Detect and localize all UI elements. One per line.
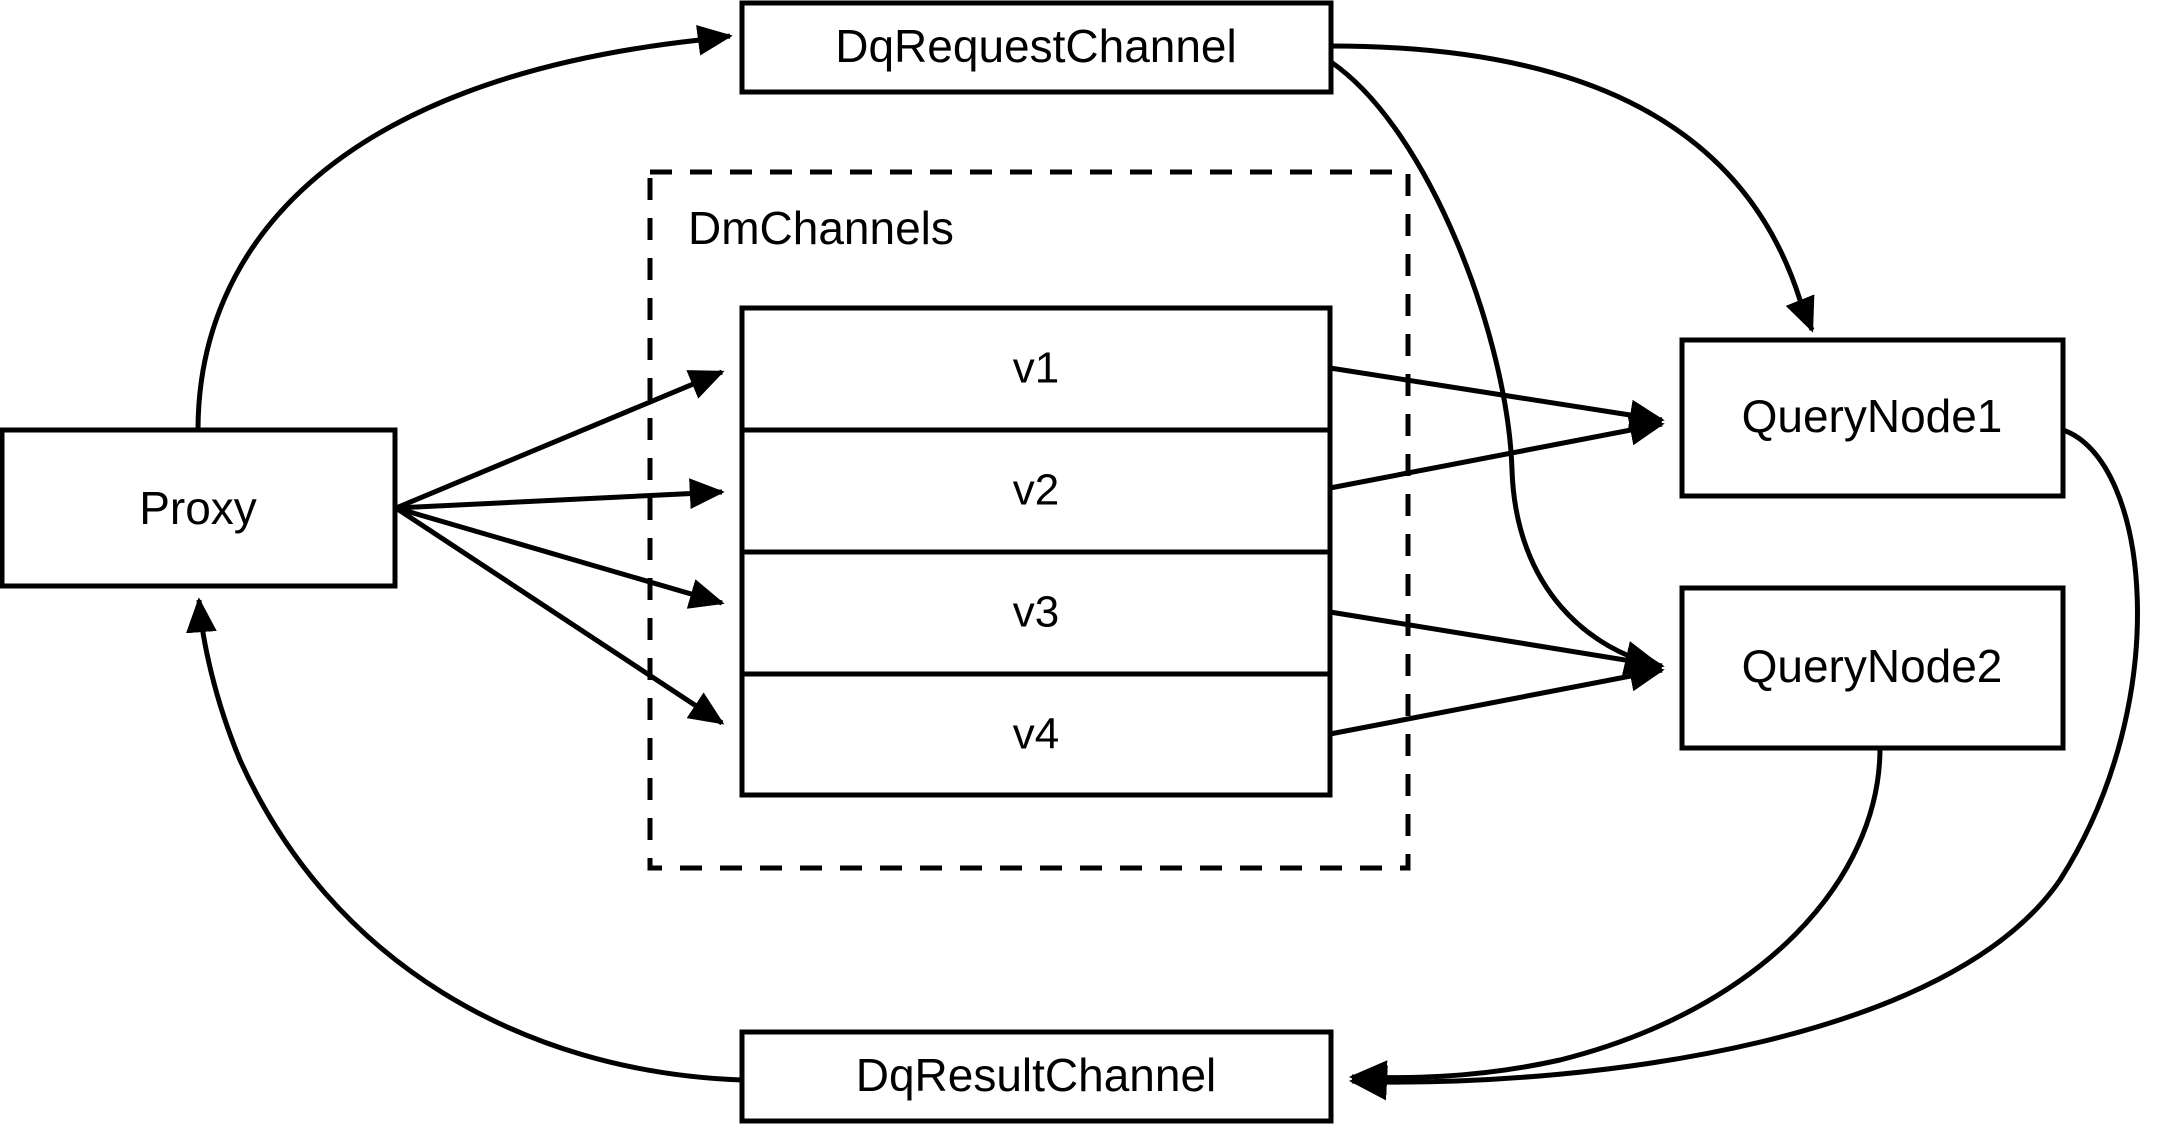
edge-query-node-2-to-dq-result-channel (1348, 747, 1883, 1096)
edge-v4-to-query-node-2 (1329, 660, 1665, 737)
edge-dq-result-channel-to-proxy (186, 597, 743, 1083)
node-query-node-1[interactable] (1679, 337, 2066, 499)
edge-v1-to-query-node-1 (1329, 365, 1665, 431)
node-query-node-1-label: QueryNode1 (1742, 390, 2003, 442)
edge-proxy-to-dq-request-channel (195, 24, 733, 431)
edge-query-node-1-to-dq-result-channel (1348, 427, 2140, 1101)
dm-channels-group (647, 169, 1411, 871)
edge-dq-request-channel-to-query-node-2 (1329, 59, 1663, 676)
node-proxy[interactable] (0, 427, 398, 589)
edge-proxy-to-v1 (395, 369, 725, 511)
edge-dq-request-channel-to-query-node-1 (1330, 43, 1815, 333)
node-dq-request-channel-label: DqRequestChannel (835, 20, 1237, 72)
node-proxy-label: Proxy (139, 482, 257, 534)
shard-row-v3-label: v3 (1013, 588, 1059, 637)
node-dq-result-channel-label: DqResultChannel (856, 1049, 1217, 1101)
edge-v2-to-query-node-1 (1329, 414, 1665, 491)
node-query-node-2-label: QueryNode2 (1742, 640, 2003, 692)
edge-proxy-to-v2 (395, 478, 725, 511)
edge-v3-to-query-node-2 (1329, 609, 1665, 677)
dm-channels-label: DmChannels (688, 202, 954, 254)
edge-proxy-to-v3 (395, 505, 725, 609)
shard-row-v4-label: v4 (1013, 710, 1059, 759)
shard-row-v1-label: v1 (1013, 344, 1059, 393)
node-query-node-2[interactable] (1679, 585, 2066, 751)
node-dq-result-channel[interactable] (739, 1029, 1334, 1124)
shard-row-v2-label: v2 (1013, 466, 1059, 515)
node-dq-request-channel[interactable] (739, 0, 1334, 95)
edge-proxy-to-v4 (394, 505, 725, 726)
